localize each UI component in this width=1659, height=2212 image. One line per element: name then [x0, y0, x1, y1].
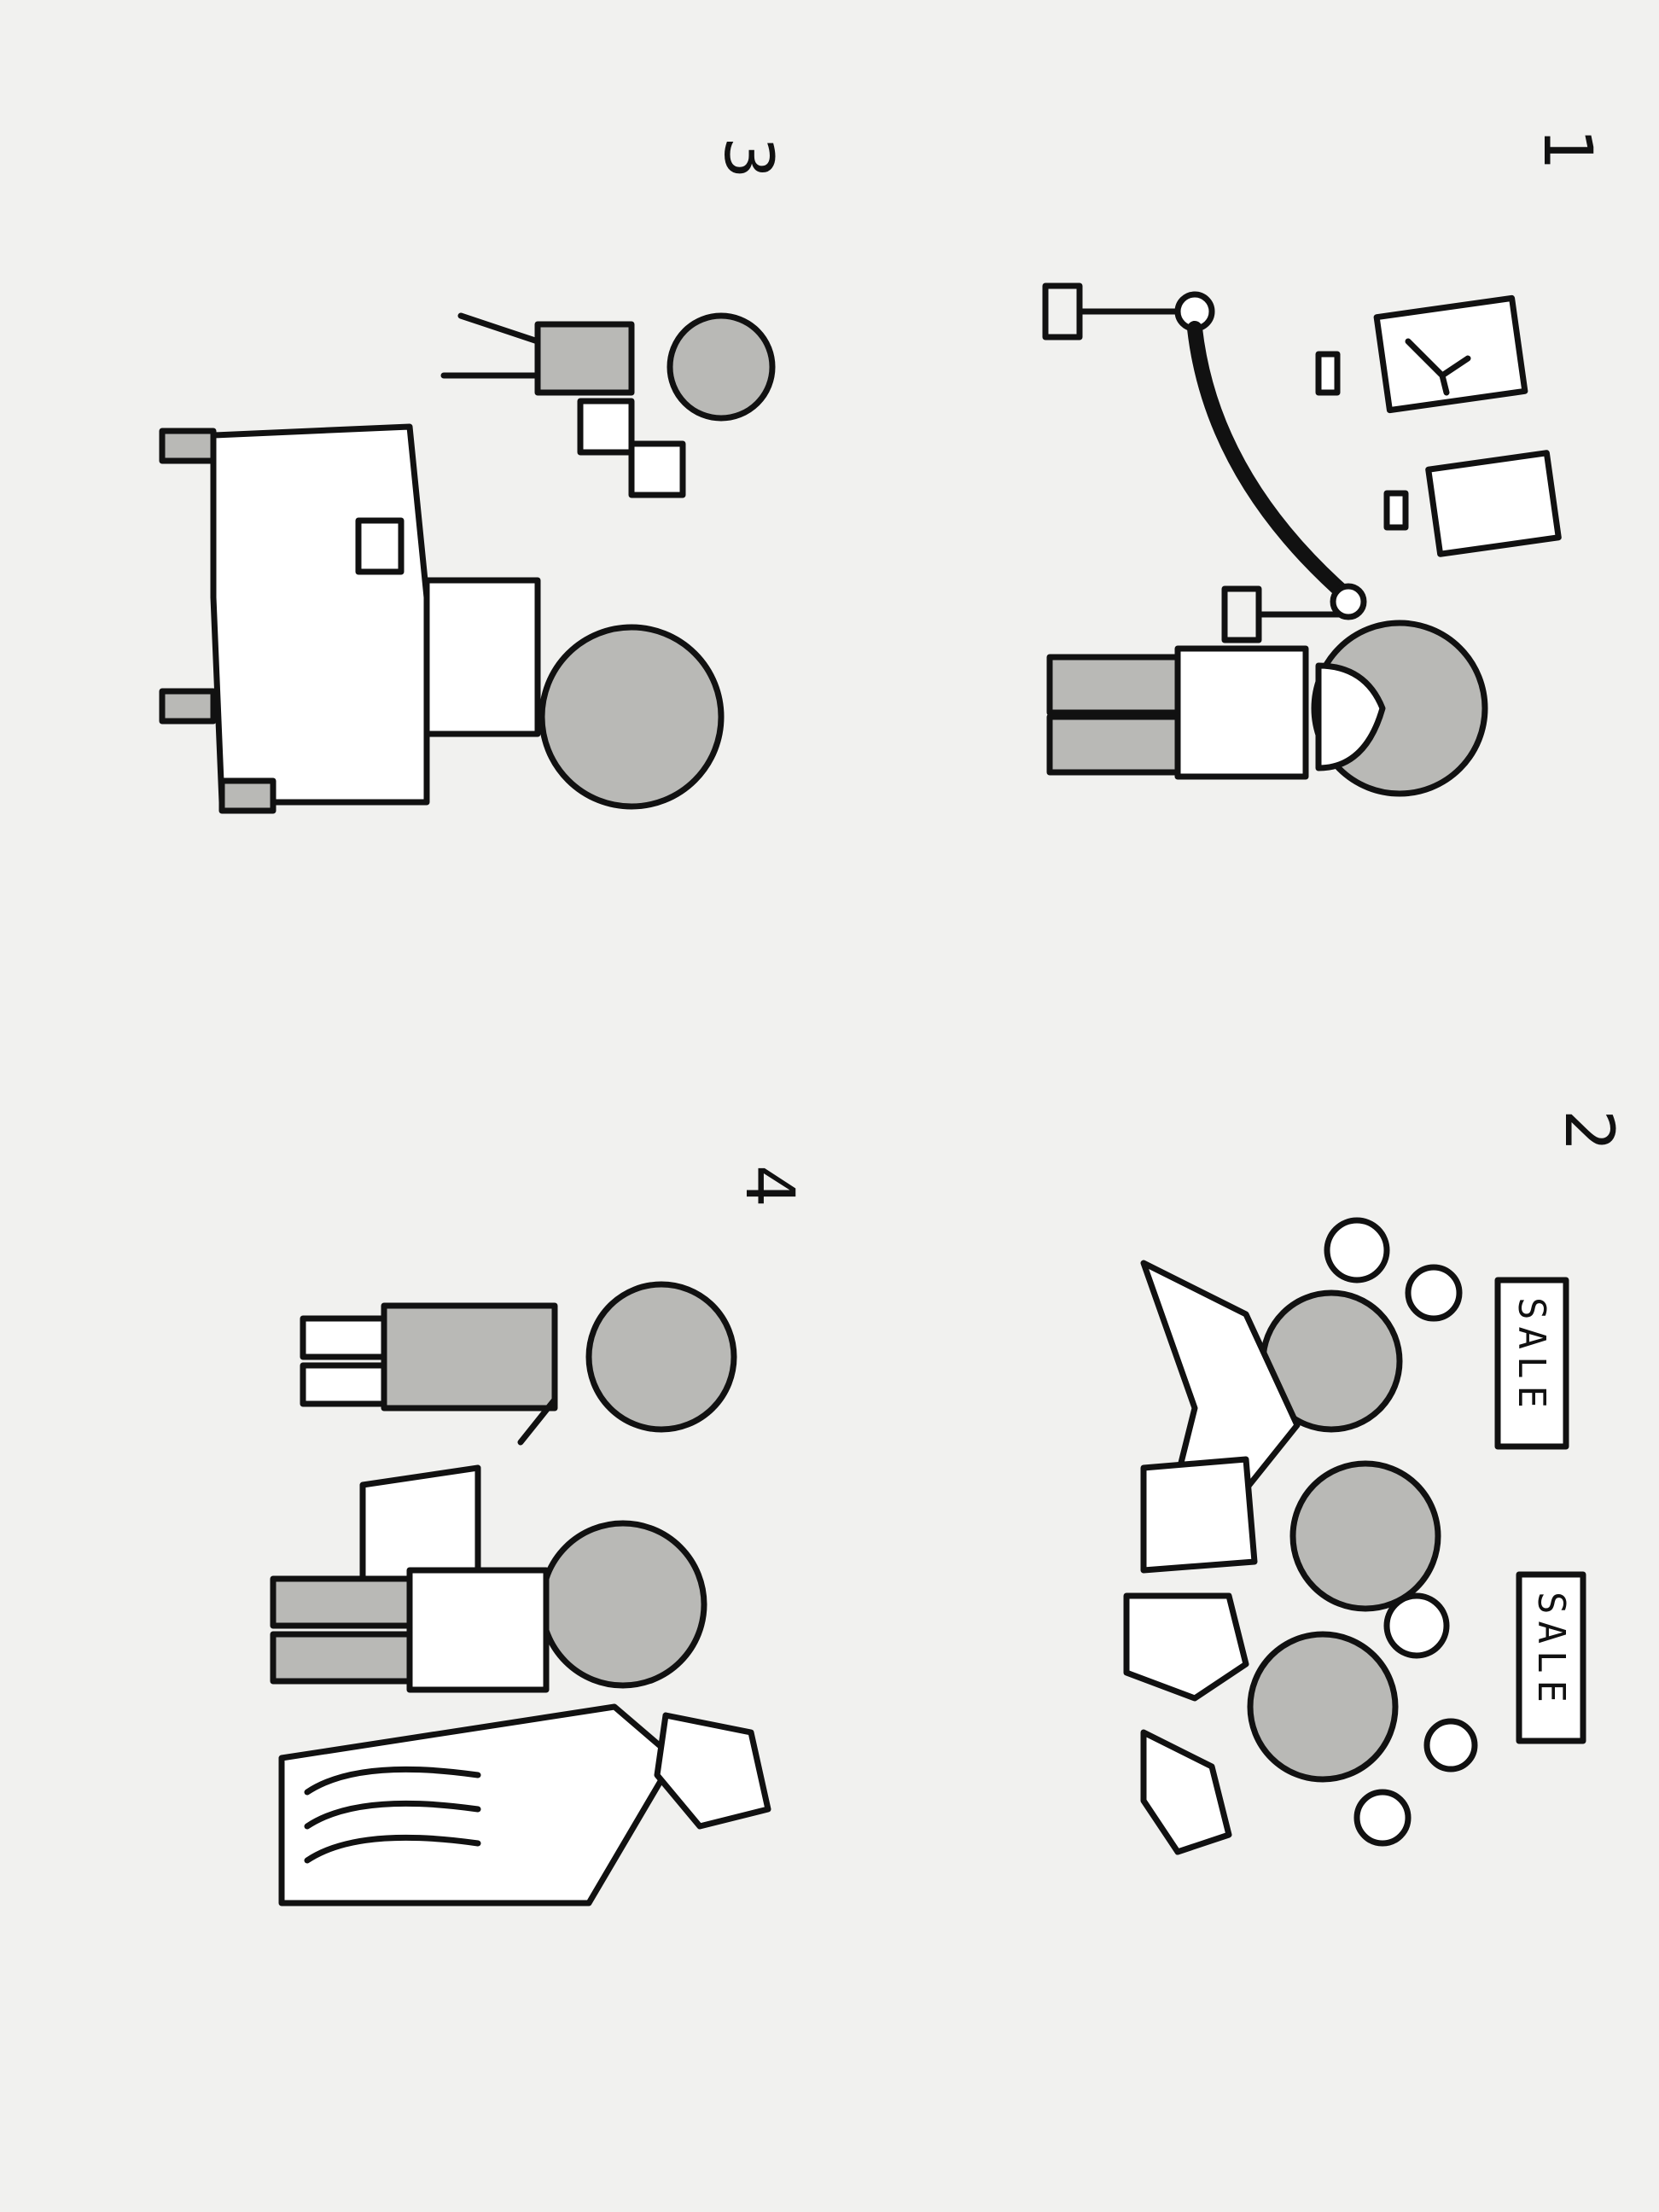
clothes-rack [278, 1703, 678, 1906]
person-body [1174, 645, 1309, 780]
panel-number-4: 4 [731, 1165, 807, 1208]
waiter-body [534, 321, 635, 396]
glass [355, 517, 405, 575]
waiter-head [667, 312, 776, 422]
shopper-head [1247, 1631, 1399, 1783]
panel-number-3: 3 [709, 137, 786, 179]
svg-text:SALE: SALE [1529, 1592, 1573, 1709]
picture-frame [1373, 294, 1528, 414]
panel-3-restaurant: 3 [159, 137, 786, 814]
sale-sign: SALE [1494, 1277, 1569, 1450]
panel-number-1: 1 [1528, 128, 1605, 171]
panel-4-clothing-shop: 4 [270, 1165, 807, 1906]
panel-1-museum: 1 [1042, 128, 1605, 797]
svg-text:SALE: SALE [1510, 1297, 1553, 1415]
panel-2-sale: 2 SALE SALE [1123, 1109, 1627, 1855]
picture-frame [1425, 450, 1562, 557]
label-plate [1383, 490, 1409, 531]
customer-head [538, 1520, 707, 1689]
table [210, 423, 430, 806]
shop-assistant-body [381, 1302, 558, 1412]
customer-body [423, 577, 541, 737]
shop-assistant-head [585, 1281, 737, 1433]
panel-number-2: 2 [1550, 1109, 1627, 1152]
bag [654, 1712, 771, 1830]
shopper-head [1289, 1460, 1441, 1612]
tray-cups [577, 398, 635, 456]
sale-sign: SALE [1516, 1571, 1586, 1744]
label-plate [1315, 351, 1341, 396]
customer-head [538, 624, 725, 810]
